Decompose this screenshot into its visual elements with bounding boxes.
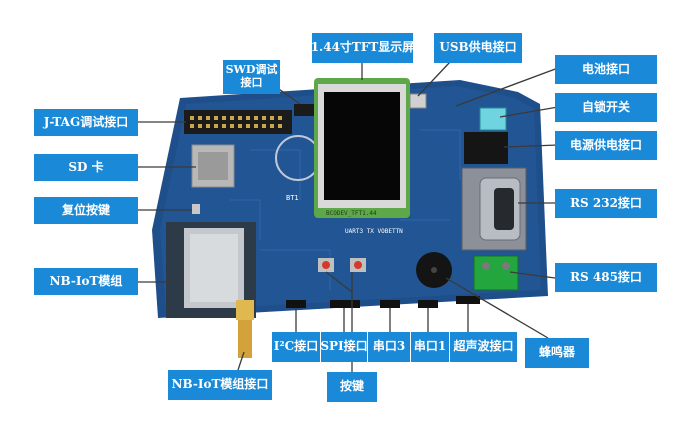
uart3-header (380, 300, 400, 308)
ultrasonic-header (456, 296, 480, 304)
label-swd-line1: SWD调试 (225, 63, 278, 77)
uart1-header (418, 300, 438, 308)
label-buzzer: 蜂鸣器 (525, 338, 589, 368)
label-ultrasonic: 超声波接口 (450, 332, 517, 362)
swd-header (294, 104, 316, 116)
antenna-connector (238, 318, 252, 358)
power-jack (464, 132, 508, 164)
label-swd: SWD调试 接口 (223, 60, 280, 94)
label-jtag: J-TAG调试接口 (34, 109, 138, 136)
pcb-traces (230, 129, 461, 290)
label-battery: 电池接口 (555, 55, 657, 84)
label-uart3: 串口3 (368, 332, 410, 362)
i2c-header (286, 300, 306, 308)
label-i2c: I²C接口 (272, 332, 320, 362)
reset-button-part (192, 204, 200, 214)
label-spi: SPI接口 (320, 332, 368, 362)
uart-silkscreen: UART3 TX VOBETTN (345, 228, 403, 235)
label-usb-power: USB供电接口 (434, 33, 522, 63)
label-swd-line2: 接口 (240, 76, 263, 89)
label-nbiot-antenna: NB-IoT模组接口 (168, 370, 272, 400)
rs485-terminal (473, 255, 519, 291)
spi-header (330, 300, 360, 308)
label-power: 电源供电接口 (555, 131, 657, 160)
self-lock-switch (479, 107, 507, 131)
label-reset: 复位按键 (34, 197, 138, 224)
usb-connector (409, 93, 427, 109)
jtag-connector (184, 110, 292, 134)
label-rs485: RS 485接口 (555, 263, 657, 292)
leader-lines (138, 61, 559, 372)
module-silkscreen: BCODEV_TFT1.44 (326, 210, 377, 217)
tft-screen (324, 92, 400, 200)
bt-silkscreen: BT1 (286, 194, 299, 202)
label-self-lock: 自锁开关 (555, 93, 657, 122)
label-uart1: 串口1 (411, 332, 449, 362)
label-tft-display: 1.44寸TFT显示屏 (311, 33, 414, 63)
label-key: 按键 (327, 372, 377, 402)
label-sd-card: SD 卡 (34, 154, 138, 181)
label-rs232: RS 232接口 (555, 189, 657, 218)
label-nbiot: NB-IoT模组 (34, 268, 138, 295)
